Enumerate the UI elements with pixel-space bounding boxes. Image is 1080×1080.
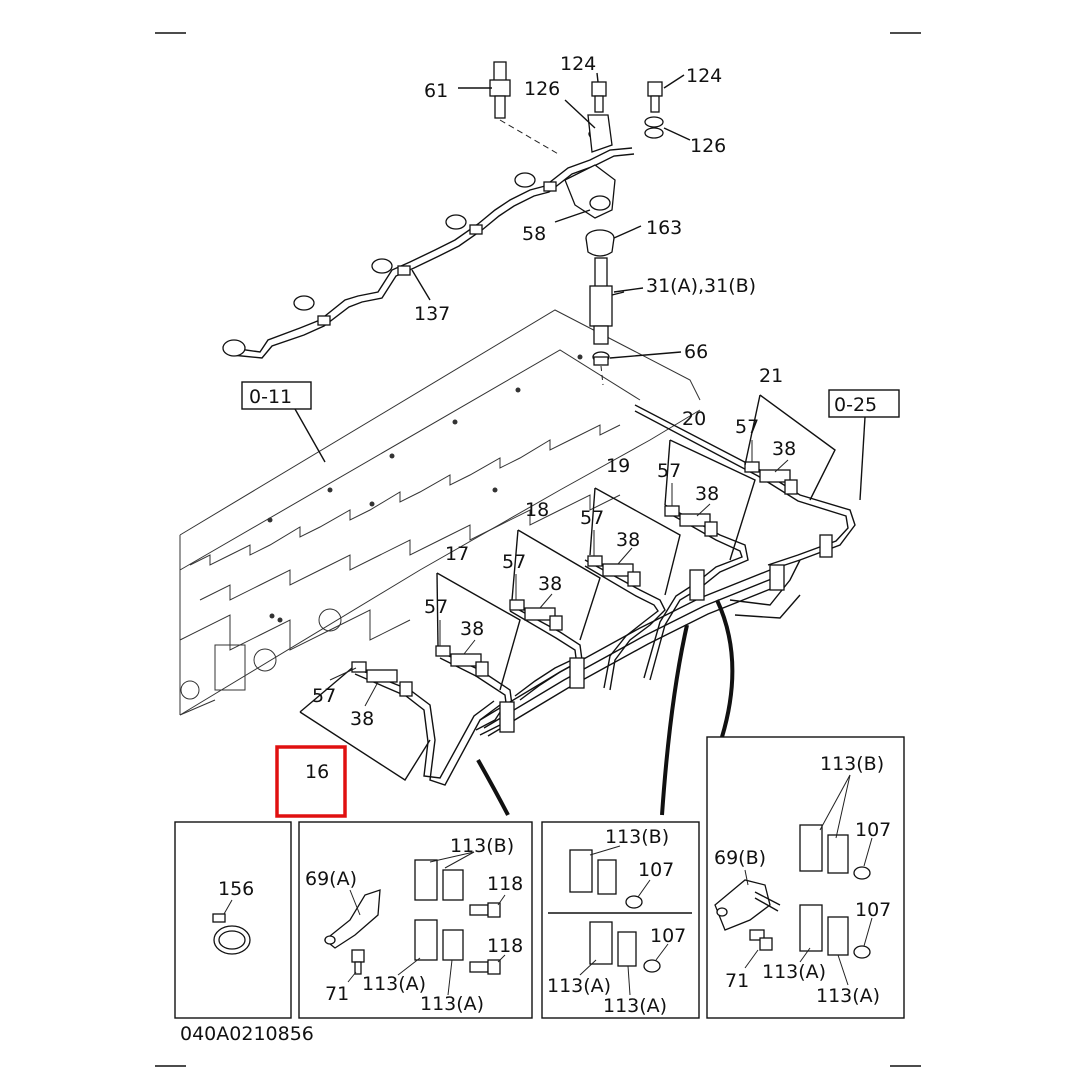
nozzle-holder-31[interactable] <box>589 257 625 345</box>
callout-16: 16 <box>305 761 329 783</box>
fitting-19 <box>587 555 641 587</box>
bracket-58[interactable] <box>564 164 616 219</box>
callout-113b-p2: 113(B) <box>450 835 514 857</box>
pump-ref-leader <box>859 416 866 501</box>
injection-pipes <box>354 404 856 786</box>
callout-113a-p2-a: 113(A) <box>362 973 426 995</box>
engine-ref-box[interactable]: 0-11 <box>241 381 312 410</box>
callout-38-21: 38 <box>772 438 796 460</box>
callout-58: 58 <box>522 223 546 245</box>
bolt-124-right[interactable] <box>647 81 663 113</box>
page-rules <box>155 32 921 1067</box>
drawing-code: 040A0210856 <box>180 1023 314 1045</box>
callout-18: 18 <box>525 499 549 521</box>
fitting-16 <box>351 661 413 697</box>
callout-57-17: 57 <box>424 596 448 618</box>
callout-21: 21 <box>759 365 783 387</box>
pipe-leaders <box>299 394 836 781</box>
callout-126-a: 126 <box>524 78 560 100</box>
leak-off-pipe-137 <box>222 147 635 359</box>
callout-labels: 61 124 124 126 126 58 163 31(A),31(B) 13… <box>305 53 796 783</box>
callout-107-p4-a: 107 <box>855 819 891 841</box>
callout-118-b: 118 <box>487 935 523 957</box>
callout-57-21: 57 <box>735 416 759 438</box>
callout-19: 19 <box>606 455 630 477</box>
callout-113a-p2-b: 113(A) <box>420 993 484 1015</box>
callout-107-p4-b: 107 <box>855 899 891 921</box>
pump-ref-box[interactable]: 0-25 <box>828 389 900 418</box>
callout-38-18: 38 <box>538 573 562 595</box>
fitting-18 <box>509 599 563 631</box>
svg-text:0-25: 0-25 <box>834 394 877 416</box>
callout-57-18: 57 <box>502 551 526 573</box>
callout-126-b: 126 <box>690 135 726 157</box>
callout-113a-p4-a: 113(A) <box>762 961 826 983</box>
callout-38-20: 38 <box>695 483 719 505</box>
callout-57-19: 57 <box>580 507 604 529</box>
detail-panel-1: 156 <box>174 821 292 1019</box>
callout-107-p3-b: 107 <box>650 925 686 947</box>
callout-107-p3-a: 107 <box>638 859 674 881</box>
callout-61: 61 <box>424 80 448 102</box>
clamp-163[interactable] <box>585 229 615 257</box>
detail-panel-2: 113(B) 69(A) 118 118 71 113(A) 113(A) <box>298 821 533 1019</box>
callout-69b: 69(B) <box>714 847 766 869</box>
fitting-17 <box>435 645 489 677</box>
highlight-box <box>275 745 347 818</box>
callout-71-p2: 71 <box>325 983 349 1005</box>
callout-113a-p3-a: 113(A) <box>547 975 611 997</box>
callout-137: 137 <box>414 303 450 325</box>
detail-leaders <box>476 599 735 816</box>
callout-66: 66 <box>684 341 708 363</box>
callout-113a-p3-b: 113(A) <box>603 995 667 1017</box>
callout-156: 156 <box>218 878 254 900</box>
top-leaders <box>411 72 691 359</box>
fitting-21 <box>744 461 798 495</box>
callout-118-a: 118 <box>487 873 523 895</box>
callout-113a-p4-b: 113(A) <box>816 985 880 1007</box>
callout-57-20: 57 <box>657 460 681 482</box>
callout-38-17: 38 <box>460 618 484 640</box>
callout-17: 17 <box>445 543 469 565</box>
callout-124-a: 124 <box>560 53 596 75</box>
callout-57-16: 57 <box>312 685 336 707</box>
callout-69a: 69(A) <box>305 868 357 890</box>
callout-38-16: 38 <box>350 708 374 730</box>
detail-panel-4: 113(B) 107 69(B) 107 71 113(A) 113(A) <box>706 736 905 1019</box>
washers-126[interactable] <box>587 114 664 153</box>
callout-38-19: 38 <box>616 529 640 551</box>
callout-124-b: 124 <box>686 65 722 87</box>
callout-113b-p3: 113(B) <box>605 826 669 848</box>
engine-ref-leader <box>294 408 326 463</box>
callout-113b-p4: 113(B) <box>820 753 884 775</box>
pipe-fittings <box>351 461 833 733</box>
bolt-61[interactable] <box>489 61 561 156</box>
callout-31: 31(A),31(B) <box>646 275 756 297</box>
gasket-66[interactable] <box>592 351 610 386</box>
detail-panel-3: 113(B) 107 107 113(A) 113(A) <box>541 821 700 1019</box>
svg-text:0-11: 0-11 <box>249 386 292 408</box>
callout-71-p4: 71 <box>725 970 749 992</box>
callout-20: 20 <box>682 408 706 430</box>
cylinder-head-outline <box>179 309 701 716</box>
bolt-124-left[interactable] <box>591 81 607 113</box>
callout-163: 163 <box>646 217 682 239</box>
